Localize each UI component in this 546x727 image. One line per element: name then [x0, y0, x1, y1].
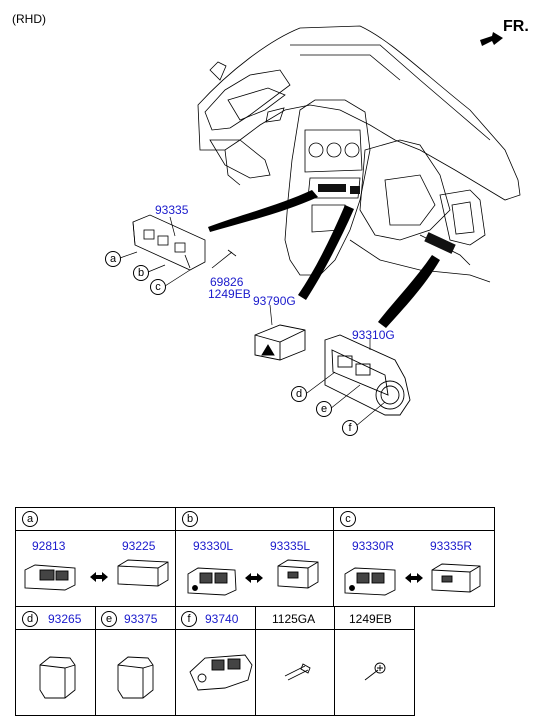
blank-cap-93335l-icon	[277, 559, 319, 589]
variant-label: (RHD)	[12, 12, 46, 26]
table-cell-c: c 93330R 93335R	[333, 507, 495, 607]
cell-letter: d	[22, 611, 38, 627]
table-cell-b: b 93330L 93335L	[175, 507, 334, 607]
interchange-arrow-icon	[405, 573, 423, 583]
switch-93330l-icon	[187, 567, 237, 596]
table-cell-f: f 93740	[175, 606, 256, 716]
callout-b: b	[133, 265, 149, 281]
cell-letter: f	[181, 611, 197, 627]
table-cell-1125ga: 1125GA	[255, 606, 335, 716]
part-label: 93335R	[430, 539, 473, 553]
part-label: 93330L	[193, 539, 234, 553]
part-label: 1125GA	[272, 612, 316, 626]
switch-93265-icon	[39, 656, 76, 699]
table-cell-d: d 93265	[15, 606, 96, 716]
part-label: 93335L	[270, 539, 311, 553]
part-label-93790g: 93790G	[253, 294, 296, 308]
blank-cap-93225-icon	[117, 559, 169, 587]
table-cell-a: a 92813 93225	[15, 507, 176, 607]
cell-letter: c	[340, 511, 356, 527]
screw-1249eb-icon	[364, 662, 386, 681]
part-label: 93330R	[352, 539, 395, 553]
callout-f: f	[342, 420, 358, 436]
dashboard-illustration	[197, 25, 521, 283]
callout-lines	[119, 216, 386, 427]
panel-93740-icon	[189, 654, 253, 691]
hazard-switch-93790g	[254, 324, 306, 361]
part-label: 1249EB	[349, 612, 392, 626]
part-label: 93225	[122, 539, 156, 553]
callout-a: a	[105, 251, 121, 267]
interchange-arrow-icon	[245, 573, 263, 583]
cell-letter: e	[101, 611, 117, 627]
blank-cap-93335r-icon	[431, 563, 481, 593]
part-label: 93265	[48, 612, 82, 626]
part-label: 93740	[205, 612, 239, 626]
interchange-arrow-icon	[90, 572, 108, 582]
cell-letter: b	[182, 511, 198, 527]
switch-panel-93310g	[324, 334, 411, 416]
part-label-1249eb: 1249EB	[208, 287, 251, 301]
cell-letter: a	[22, 511, 38, 527]
callout-c: c	[150, 279, 166, 295]
switch-93330r-icon	[344, 567, 396, 596]
table-cell-e: e 93375	[95, 606, 176, 716]
callout-e: e	[316, 401, 332, 417]
part-label-69826: 69826	[210, 275, 244, 289]
switch-92813-icon	[24, 564, 76, 591]
screw-1125ga-icon	[284, 663, 311, 681]
part-label: 93375	[124, 612, 158, 626]
bracket-93335	[132, 214, 206, 271]
part-label: 92813	[32, 539, 66, 553]
front-direction-label: FR.	[503, 18, 529, 35]
front-arrow-icon	[480, 32, 503, 46]
part-label-93310g: 93310G	[352, 328, 395, 342]
table-cell-1249eb: 1249EB	[334, 606, 415, 716]
switch-93375-icon	[117, 656, 154, 699]
center-switch-cluster	[318, 184, 456, 254]
part-label-93335: 93335	[155, 203, 189, 217]
screw-small	[211, 249, 237, 269]
leader-swooshes	[208, 190, 440, 328]
callout-d: d	[291, 386, 307, 402]
